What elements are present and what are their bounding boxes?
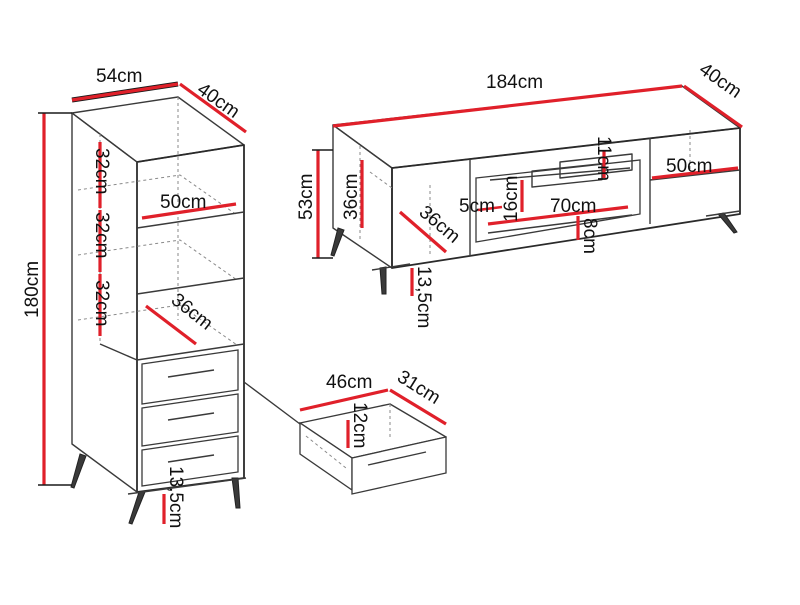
drawer-front (351, 436, 447, 495)
label-tv-right-compartment: 50cm (666, 156, 712, 177)
tv-stand (330, 85, 741, 295)
tall-cabinet (70, 96, 247, 525)
detail-drawer (243, 381, 447, 495)
label-drawer-depth: 31cm (393, 366, 444, 408)
label-drawer-height: 12cm (349, 402, 370, 448)
label-tv-width: 184cm (486, 72, 543, 93)
label-cabinet-depth: 40cm (193, 79, 243, 123)
drawer-side (299, 421, 353, 492)
dim-tv-side-gap (477, 205, 503, 212)
label-cabinet-inner-width: 50cm (160, 192, 206, 213)
dimension-lines (38, 81, 743, 524)
dim-tv-width (332, 84, 683, 128)
label-tv-drawer-front: 8cm (579, 218, 600, 254)
label-cabinet-height: 180cm (22, 261, 43, 318)
dim-drawer-depth (389, 388, 447, 426)
label-tv-top-slot: 11cm (593, 136, 614, 181)
cabinet-drawer-3 (141, 435, 239, 487)
tv-leg-back-left (330, 227, 345, 257)
label-tv-depth: 40cm (695, 59, 745, 103)
label-cabinet-shelf-1: 32cm (91, 148, 112, 194)
dim-cabinet-inner-width (141, 202, 237, 220)
label-cabinet-width: 54cm (96, 66, 142, 87)
cabinet-leg-front-left (128, 491, 146, 525)
dim-cabinet-width (71, 82, 179, 102)
label-tv-compartment-depth: 36cm (415, 202, 464, 248)
dim-tv-drawer-width (487, 205, 629, 226)
cabinet-drawer-2 (141, 393, 239, 447)
label-tv-compartment-height: 36cm (341, 174, 362, 220)
label-tv-leg: 13,5cm (413, 266, 434, 328)
dim-drawer-width (299, 388, 389, 412)
label-tv-side-gap: 5cm (459, 196, 495, 217)
tv-stand-front-face (391, 127, 741, 269)
label-drawer-width: 46cm (326, 372, 372, 393)
dim-tv-compartment-depth (398, 210, 448, 254)
dim-cabinet-depth (179, 82, 247, 134)
label-cabinet-shelf-3: 32cm (91, 280, 112, 326)
label-tv-height: 53cm (296, 174, 317, 220)
dim-tv-right-compartment (651, 166, 739, 180)
tv-leg-front-left (379, 266, 387, 295)
cabinet-side-face (71, 112, 138, 493)
label-cabinet-leg: 13,5cm (165, 466, 186, 528)
label-tv-drawer-height: 16cm (501, 176, 522, 222)
dim-cabinet-inner-depth (145, 304, 197, 346)
tv-stand-top-slot (559, 153, 633, 179)
label-tv-drawer-width: 70cm (550, 196, 596, 217)
tv-stand-slot (531, 163, 603, 188)
cabinet-leg-front-right (231, 477, 241, 509)
cabinet-leg-back (70, 453, 87, 489)
label-cabinet-shelf-2: 32cm (91, 212, 112, 258)
cabinet-drawer-1 (141, 349, 239, 405)
dim-tv-depth (683, 84, 743, 129)
